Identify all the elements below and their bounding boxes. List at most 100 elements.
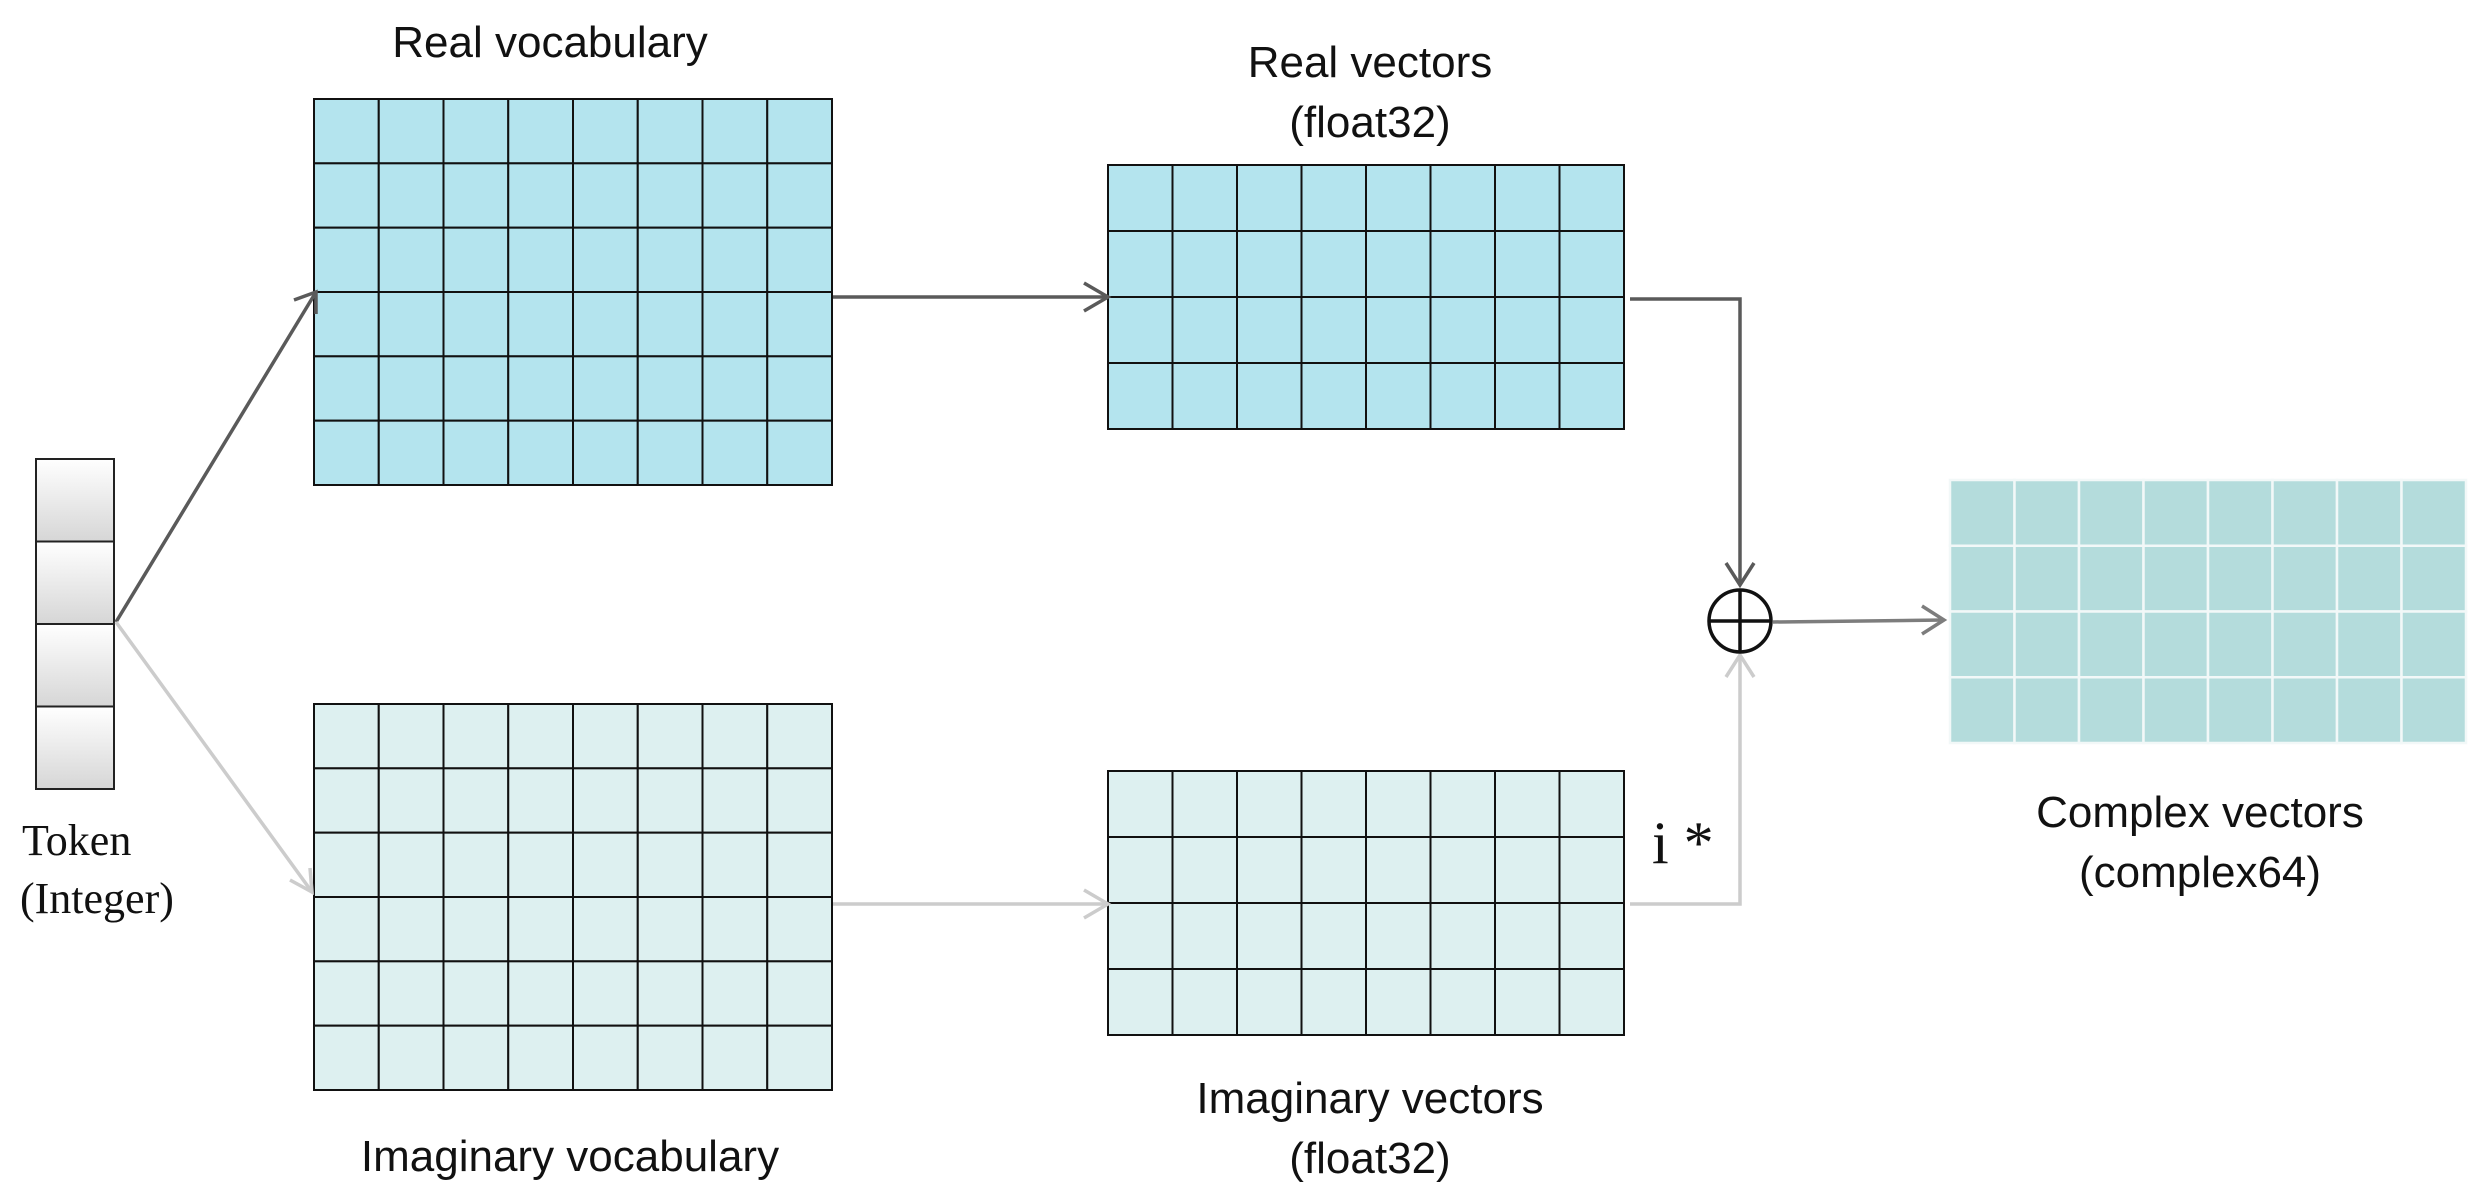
- grid-cell: [2013, 676, 2081, 745]
- grid-cell: [2400, 478, 2468, 547]
- grid-cell: [442, 162, 510, 229]
- grid-cell: [442, 226, 510, 293]
- token-cell: [35, 705, 115, 790]
- grid-cell: [1558, 968, 1625, 1036]
- grid-cell: [701, 767, 769, 834]
- grid-cell: [1365, 902, 1432, 970]
- grid-cell: [1365, 968, 1432, 1036]
- grid-cell: [766, 226, 833, 293]
- grid-cell: [766, 162, 833, 229]
- grid-cell: [701, 896, 769, 963]
- grid-cell: [2142, 544, 2210, 613]
- grid-cell: [313, 896, 380, 963]
- grid-cell: [572, 960, 639, 1027]
- grid-cell: [636, 98, 704, 165]
- grid-cell: [1236, 164, 1303, 232]
- grid-cell: [1365, 296, 1432, 364]
- grid-cell: [701, 831, 769, 898]
- arrowhead-token-to-real-vocab: [293, 289, 318, 314]
- grid-cell: [701, 703, 769, 770]
- grid-cell: [313, 1024, 380, 1092]
- grid-cell: [572, 767, 639, 834]
- real-vocabulary-title: Real vocabulary: [392, 18, 708, 67]
- grid-cell: [766, 98, 833, 165]
- complex-vectors-grid: [1948, 478, 2468, 745]
- grid-cell: [636, 226, 704, 293]
- grid-cell: [1107, 296, 1174, 364]
- grid-cell: [1236, 836, 1303, 904]
- grid-cell: [701, 226, 769, 293]
- grid-cell: [313, 703, 380, 770]
- grid-cell: [1494, 836, 1561, 904]
- arrow-token-to-real-vocab: [114, 291, 318, 623]
- grid-cell: [1171, 836, 1238, 904]
- grid-cell: [1365, 836, 1432, 904]
- arrowhead-real-vectors-to-plus: [1724, 562, 1756, 589]
- arrowhead-plus-to-complex-vectors: [1921, 604, 1948, 636]
- grid-cell: [701, 355, 769, 422]
- grid-cell: [572, 1024, 639, 1092]
- grid-cell: [1948, 610, 2016, 679]
- grid-cell: [1300, 362, 1367, 430]
- grid-cell: [701, 291, 769, 358]
- grid-cell: [2013, 544, 2081, 613]
- grid-cell: [701, 162, 769, 229]
- grid-cell: [1107, 770, 1174, 838]
- grid-cell: [2206, 676, 2274, 745]
- grid-cell: [1558, 296, 1625, 364]
- grid-cell: [2335, 676, 2403, 745]
- grid-cell: [1494, 296, 1561, 364]
- arrow-plus-to-complex-vectors: [1772, 618, 1945, 624]
- grid-cell: [2335, 544, 2403, 613]
- grid-cell: [1429, 296, 1496, 364]
- arrowhead-token-to-imag-vocab: [289, 867, 315, 896]
- grid-cell: [313, 355, 380, 422]
- grid-cell: [377, 831, 445, 898]
- grid-cell: [1365, 770, 1432, 838]
- grid-cell: [701, 1024, 769, 1092]
- complex-vectors-title: Complex vectors: [2036, 788, 2364, 837]
- grid-cell: [2400, 544, 2468, 613]
- grid-cell: [1494, 770, 1561, 838]
- grid-cell: [1171, 164, 1238, 232]
- grid-cell: [1236, 296, 1303, 364]
- grid-cell: [377, 703, 445, 770]
- grid-cell: [507, 98, 574, 165]
- grid-cell: [766, 1024, 833, 1092]
- grid-cell: [1236, 968, 1303, 1036]
- grid-cell: [2271, 676, 2339, 745]
- grid-cell: [1171, 362, 1238, 430]
- grid-cell: [377, 419, 445, 487]
- grid-cell: [442, 98, 510, 165]
- grid-cell: [636, 831, 704, 898]
- grid-cell: [313, 291, 380, 358]
- grid-cell: [636, 703, 704, 770]
- grid-cell: [636, 767, 704, 834]
- grid-cell: [1494, 164, 1561, 232]
- grid-cell: [313, 767, 380, 834]
- grid-cell: [377, 1024, 445, 1092]
- grid-cell: [442, 419, 510, 487]
- grid-cell: [2077, 478, 2145, 547]
- grid-cell: [766, 355, 833, 422]
- arrow-token-to-imag-vocab: [114, 620, 314, 894]
- grid-cell: [1107, 902, 1174, 970]
- grid-cell: [313, 831, 380, 898]
- grid-cell: [1494, 902, 1561, 970]
- real-vocabulary-grid: [313, 98, 833, 487]
- grid-cell: [442, 831, 510, 898]
- grid-cell: [1300, 968, 1367, 1036]
- imaginary-vectors-grid: [1107, 770, 1625, 1036]
- imaginary-vocabulary-title: Imaginary vocabulary: [360, 1132, 780, 1181]
- grid-cell: [313, 419, 380, 487]
- grid-cell: [1558, 770, 1625, 838]
- grid-cell: [1494, 968, 1561, 1036]
- grid-cell: [442, 291, 510, 358]
- grid-cell: [572, 291, 639, 358]
- grid-cell: [1171, 902, 1238, 970]
- grid-cell: [507, 226, 574, 293]
- grid-cell: [636, 1024, 704, 1092]
- grid-cell: [507, 1024, 574, 1092]
- grid-cell: [377, 896, 445, 963]
- grid-cell: [507, 767, 574, 834]
